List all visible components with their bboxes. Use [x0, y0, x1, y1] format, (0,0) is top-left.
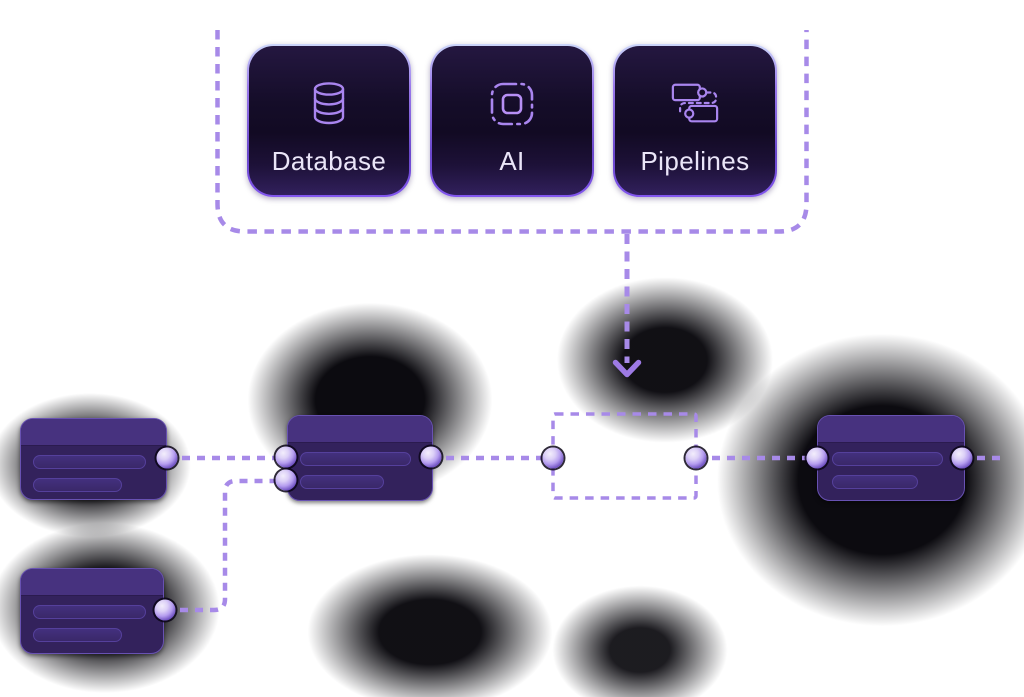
flow-node-right[interactable] — [817, 415, 965, 501]
port-right-node-in[interactable] — [806, 447, 828, 469]
funnel-arrowhead-icon — [612, 359, 642, 378]
card-pipelines-label: Pipelines — [640, 145, 750, 176]
node-header — [21, 569, 163, 596]
port-left-node-out[interactable] — [156, 447, 178, 469]
card-pipelines[interactable]: Pipelines — [613, 44, 777, 197]
node-header — [21, 419, 166, 446]
card-ai[interactable]: AI — [430, 44, 594, 197]
port-middle-node-in-top[interactable] — [275, 446, 297, 468]
port-right-node-out[interactable] — [951, 447, 973, 469]
node-field-row — [300, 475, 384, 489]
port-middle-node-out[interactable] — [420, 446, 442, 468]
ai-chip-icon — [487, 73, 537, 135]
port-drop-target-out[interactable] — [685, 447, 707, 469]
card-pipelines-surface: Pipelines — [614, 45, 776, 196]
card-ai-surface: AI — [431, 45, 593, 196]
node-field-row — [832, 452, 943, 466]
node-header — [818, 416, 964, 443]
flow-node-bottom-left[interactable] — [20, 568, 164, 654]
flow-node-middle[interactable] — [287, 415, 433, 501]
feature-cards-row: Database AI — [247, 44, 777, 197]
card-database[interactable]: Database — [247, 44, 411, 197]
database-icon — [307, 73, 351, 135]
node-field-row — [33, 605, 146, 619]
drop-target-zone[interactable] — [553, 414, 696, 498]
pipelines-icon — [666, 73, 724, 135]
node-header — [288, 416, 432, 443]
node-field-row — [33, 455, 146, 469]
port-middle-node-in-bottom[interactable] — [275, 469, 297, 491]
card-ai-label: AI — [499, 145, 525, 176]
card-database-surface: Database — [248, 45, 410, 196]
flow-node-left[interactable] — [20, 418, 167, 500]
wire-bottomleft-to-middle-elbow — [165, 478, 286, 613]
port-drop-target-in[interactable] — [542, 447, 564, 469]
node-field-row — [33, 628, 122, 642]
node-field-row — [832, 475, 918, 489]
port-bottom-left-node-out[interactable] — [154, 599, 176, 621]
node-field-row — [33, 478, 122, 492]
card-database-label: Database — [271, 145, 387, 176]
node-field-row — [300, 452, 411, 466]
